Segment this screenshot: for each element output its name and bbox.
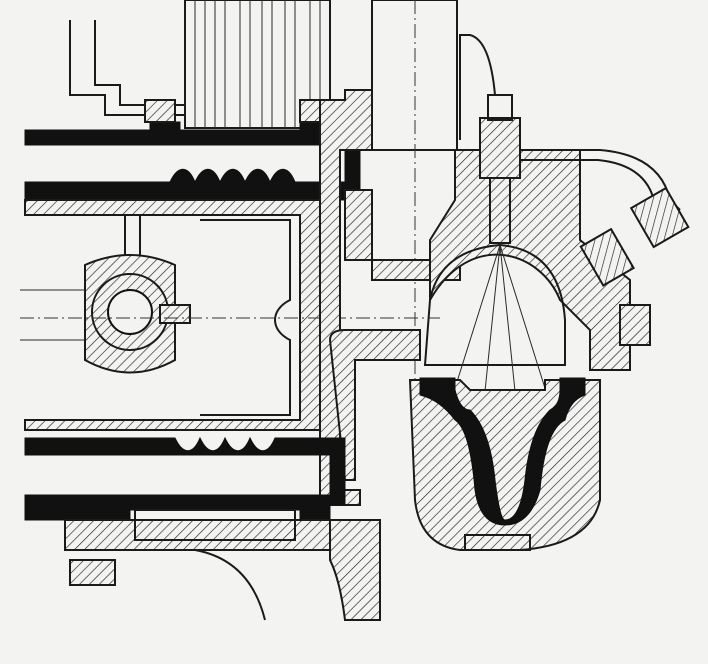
bolt-icon	[159, 304, 191, 324]
injector-icon	[479, 94, 521, 244]
cooling-fins-upper	[69, 0, 331, 129]
upper-liner	[24, 94, 361, 201]
bolt-icon	[69, 559, 116, 586]
piston-bowl	[408, 377, 601, 551]
lower-liner	[24, 436, 381, 621]
combustion-chamber	[423, 34, 690, 441]
connecting-rod	[20, 254, 440, 374]
